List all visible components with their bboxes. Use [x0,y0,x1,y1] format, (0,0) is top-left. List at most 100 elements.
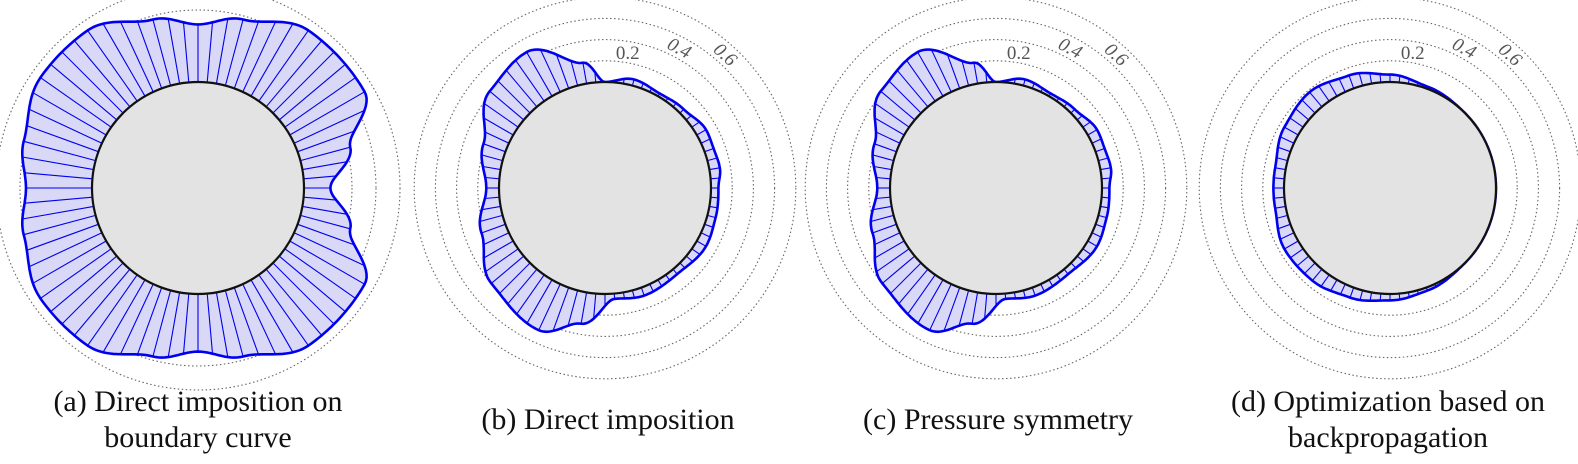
hatch-c-21 [961,60,970,86]
hatch-a-43 [40,248,112,299]
hatch-d-44 [1296,255,1310,267]
hatch-d-52 [1369,292,1373,301]
ring-c-1 [847,39,1145,337]
hatch-a-29 [40,77,112,128]
hatch-a-34 [22,156,94,171]
hatch-a-47 [87,274,138,346]
hatch-b-3 [707,157,718,162]
hatch-a-11 [258,30,309,102]
hatch-a-15 [224,19,244,86]
hatch-b-5 [700,138,711,144]
hatch-a-59 [242,283,276,355]
pressure-boundary-d [1272,71,1498,302]
hatch-b-51 [567,290,579,326]
hatch-b-7 [691,121,700,128]
hatch-b-48 [526,279,553,324]
hatch-a-53 [182,293,190,354]
hatch-a-35 [24,172,93,180]
hatch-b-24 [526,51,553,97]
hatch-d-48 [1330,279,1338,292]
ring-label-d-2: 0.6 [1494,39,1526,71]
hatch-c-25 [906,59,936,102]
hatch-a-57 [224,290,244,357]
hatch-a-39 [23,214,96,236]
hatch-b-66 [696,240,707,247]
hatch-a-25 [87,30,138,102]
caption-d-line1: (d) Optimization based on [1230,385,1546,418]
hatch-d-50 [1349,287,1355,298]
hatch-a-16 [215,18,229,84]
hatch-c-30 [874,117,905,136]
hatch-b-30 [483,117,514,136]
hatch-c-27 [888,80,922,114]
hatch-d-45 [1304,262,1316,274]
hatch-d-47 [1320,274,1330,287]
ring-d-2 [1219,17,1561,359]
hatch-c-6 [1087,129,1098,136]
hatch-a-9 [272,51,335,114]
caption-d-line2: backpropagation [1288,421,1488,454]
hatch-b-35 [485,176,500,180]
panel-d: 0.2 0.4 0.6 [1198,0,1578,380]
hatch-a-33 [23,140,96,162]
hatch-c-47 [907,274,936,315]
hatch-d-37 [1273,196,1285,199]
hatch-a-8 [278,63,346,121]
hatch-b-21 [570,60,579,86]
hatch-c-66 [1087,240,1098,247]
hatch-b-39 [479,214,503,223]
hatch-a-17 [206,22,214,83]
hatch-a-22 [136,21,163,89]
hatch-b-53 [593,293,597,319]
hatch-d-30 [1284,126,1299,136]
hatch-b-64 [685,255,694,263]
hatch-c-4 [1095,147,1105,153]
hatch-c-42 [874,240,905,259]
ring-label-d-0: 0.2 [1401,43,1425,64]
caption-d: (d) Optimization based on backpropagatio… [1198,384,1578,456]
hatch-a-24 [102,23,146,97]
hatch-a-7 [284,77,356,128]
hatch-b-29 [483,102,519,128]
hatch-c-7 [1082,121,1091,128]
hatch-b-65 [691,248,701,255]
cylinder-d [1282,80,1498,296]
hatch-b-23 [540,49,561,93]
caption-b: (b) Direct imposition [418,402,798,438]
ring-a-3 [0,0,401,391]
hatch-c-44 [881,255,916,284]
ring-label-d-1: 0.4 [1449,34,1480,64]
hatch-b-41 [483,232,510,246]
hatch-a-37 [24,196,93,204]
hatch-b-69 [707,214,716,219]
hatch-a-65 [284,248,356,299]
hatch-d-33 [1276,157,1288,162]
hatch-a-26 [73,40,131,108]
hatch-d-38 [1275,205,1286,209]
panel-a [0,0,401,391]
ring-label-c-1: 0.4 [1055,34,1086,64]
caption-a-line2: boundary curve [104,421,292,454]
hatch-c-32 [874,143,897,153]
hatch-a-46 [73,268,131,336]
ring-label-b-1: 0.4 [664,34,695,64]
hatch-b-46 [507,268,538,305]
hatch-a-31 [28,108,103,144]
ring-d-1 [1241,39,1539,337]
hatch-a-45 [61,262,124,325]
hatch-c-59 [1040,283,1045,292]
hatch-c-22 [946,54,961,89]
hatch-a-12 [250,23,294,97]
ring-a-2 [19,9,377,367]
hatch-a-49 [120,283,154,355]
hatch-c-51 [958,290,970,326]
hatch-d-23 [1338,78,1346,93]
hatch-d-39 [1276,214,1288,219]
hatch-b-27 [497,80,531,114]
hatch-a-28 [50,63,118,121]
hatch-b-44 [490,255,525,284]
hatch-a-4 [297,130,355,153]
hatch-d-32 [1277,146,1291,153]
pressure-boundary-a [21,17,368,359]
